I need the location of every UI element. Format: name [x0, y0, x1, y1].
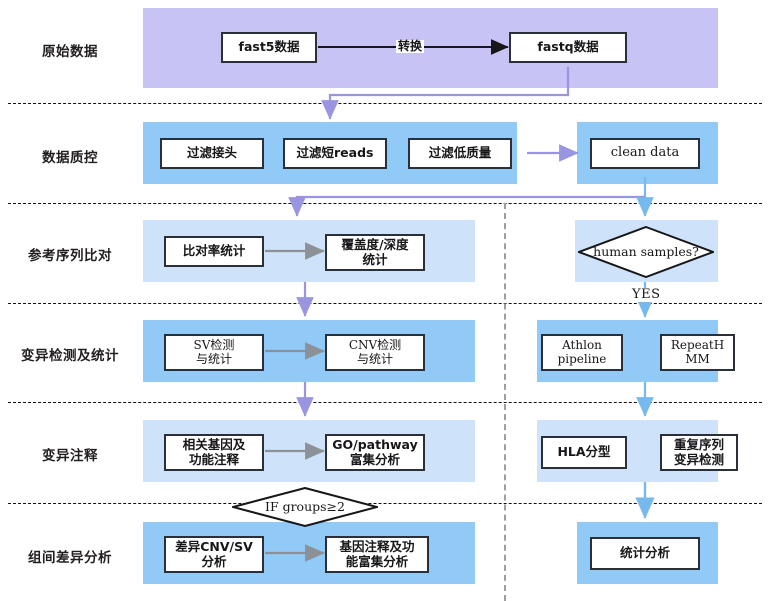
- node-label-line2: 分析: [201, 553, 227, 569]
- node-label-line2: 与统计: [195, 351, 232, 366]
- node-label-line1: 重复序列: [673, 437, 724, 453]
- node-coverage-depth-stats[interactable]: 覆盖度/深度 统计: [325, 234, 425, 271]
- node-label-line2: 富集分析: [349, 451, 400, 467]
- node-label-line1: SV检测: [193, 337, 235, 352]
- node-athlon-pipeline[interactable]: Athlon pipeline: [541, 334, 623, 371]
- node-label: 过滤接头: [186, 145, 237, 161]
- node-label-line1: IF groups≥2: [265, 498, 345, 514]
- node-label: IF groups≥2: [265, 498, 345, 514]
- pipeline-divider: [504, 203, 506, 601]
- node-repeathmm[interactable]: RepeatH MM: [660, 334, 735, 371]
- node-label: fastq数据: [537, 39, 599, 55]
- node-hla-typing[interactable]: HLA分型: [541, 436, 627, 469]
- node-label-line1: 覆盖度/深度: [341, 237, 409, 253]
- node-statistical-analysis[interactable]: 统计分析: [590, 537, 700, 570]
- edge-label-convert: 转换: [396, 39, 425, 54]
- node-label-line2: MM: [685, 351, 710, 366]
- node-filter-adapter[interactable]: 过滤接头: [160, 138, 264, 169]
- node-label-line1: RepeatH: [670, 337, 725, 352]
- node-label: 比对率统计: [182, 243, 246, 259]
- node-label-line2: 能富集分析: [345, 553, 409, 569]
- separator-3: [8, 303, 762, 304]
- stage-label-variant-annot: 变异注释: [42, 448, 98, 464]
- separator-2: [8, 203, 762, 204]
- node-repeat-sequence-variant-detection[interactable]: 重复序列 变异检测: [660, 434, 738, 471]
- stage-label-group-diff: 组间差异分析: [28, 550, 112, 566]
- node-fast5-data[interactable]: fast5数据: [221, 32, 317, 63]
- separator-4: [8, 402, 762, 403]
- node-differential-cnv-sv-analysis[interactable]: 差异CNV/SV 分析: [164, 536, 264, 573]
- node-label-line2: samples?: [640, 243, 699, 259]
- node-label-line2: 与统计: [356, 351, 393, 366]
- node-fastq-data[interactable]: fastq数据: [509, 32, 627, 63]
- node-filter-low-quality[interactable]: 过滤低质量: [408, 138, 512, 169]
- node-label-line1: 基因注释及功: [339, 539, 415, 555]
- stage-label-raw-data: 原始数据: [42, 44, 98, 60]
- node-label-line2: 功能注释: [188, 451, 239, 467]
- separator-5: [8, 503, 762, 504]
- node-label: HLA分型: [557, 444, 611, 460]
- node-sv-detection[interactable]: SV检测 与统计: [164, 334, 264, 371]
- node-label-line1: GO/pathway: [332, 437, 418, 453]
- diamond-shape: [232, 487, 378, 527]
- node-label-line1: Athlon: [562, 337, 602, 352]
- node-alignment-rate-stats[interactable]: 比对率统计: [164, 236, 264, 267]
- node-label: human samples?: [593, 243, 699, 259]
- node-label-line1: CNV检测: [348, 337, 402, 352]
- node-label-line2: 变异检测: [673, 451, 724, 467]
- stage-label-data-qc: 数据质控: [42, 150, 98, 166]
- diamond-shape: [578, 226, 714, 278]
- node-label: 过滤低质量: [428, 145, 492, 161]
- node-label-line1: 相关基因及: [182, 437, 246, 453]
- separator-1: [8, 103, 762, 104]
- stage-label-reference-align: 参考序列比对: [28, 248, 112, 264]
- node-filter-short-reads[interactable]: 过滤短reads: [283, 138, 387, 169]
- node-human-samples-decision[interactable]: human samples?: [578, 226, 714, 278]
- node-cnv-detection[interactable]: CNV检测 与统计: [325, 334, 425, 371]
- node-label: clean data: [610, 145, 680, 161]
- node-label: 统计分析: [619, 545, 670, 561]
- node-label: fast5数据: [238, 39, 300, 55]
- node-gene-annotation-enrichment[interactable]: 基因注释及功 能富集分析: [325, 536, 429, 573]
- node-label-line1: 差异CNV/SV: [175, 539, 253, 555]
- node-go-pathway-enrichment[interactable]: GO/pathway 富集分析: [325, 434, 425, 471]
- edge-label-yes: YES: [630, 287, 663, 303]
- node-label: 过滤短reads: [296, 145, 374, 161]
- node-clean-data[interactable]: clean data: [590, 138, 700, 169]
- node-if-groups-decision[interactable]: IF groups≥2: [232, 487, 378, 527]
- node-label-line1: human: [593, 243, 637, 259]
- node-label-line2: 统计: [362, 251, 388, 267]
- node-label-line2: pipeline: [557, 351, 607, 366]
- stage-label-variant-detect: 变异检测及统计: [21, 348, 119, 364]
- node-related-gene-function-annotation[interactable]: 相关基因及 功能注释: [164, 434, 264, 471]
